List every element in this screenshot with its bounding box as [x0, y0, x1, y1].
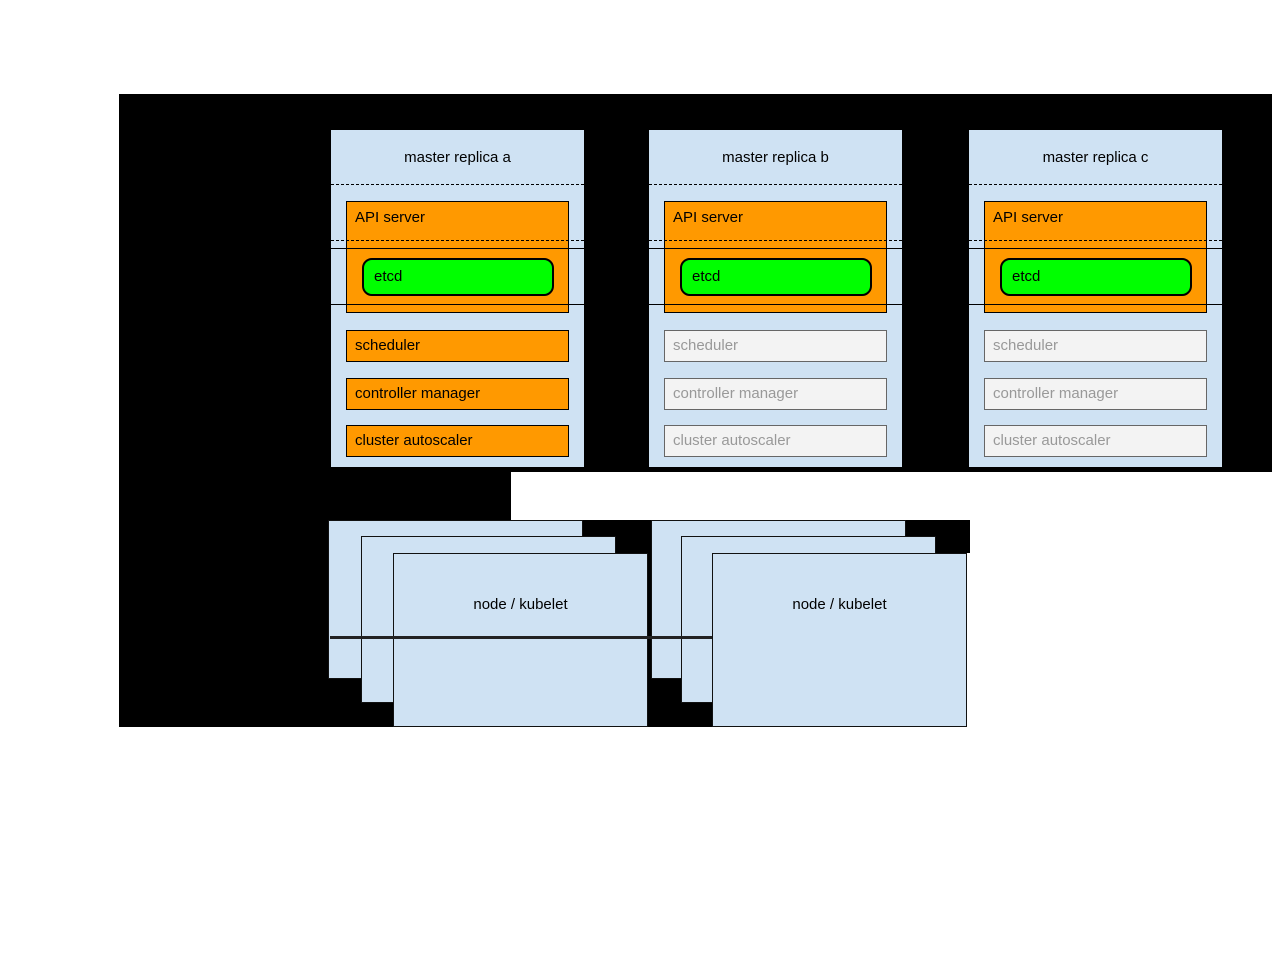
- divider-dashed: [969, 184, 1222, 185]
- node-box: node / kubelet: [712, 553, 967, 727]
- etcd-box: etcd: [680, 258, 872, 296]
- etcd-box: etcd: [362, 258, 554, 296]
- api-server-box: API server: [346, 201, 569, 313]
- divider-solid: [969, 248, 1222, 249]
- master-replica-b-title: master replica b: [722, 148, 829, 166]
- divider-solid: [649, 304, 902, 305]
- component-box-cluster-autoscaler: cluster autoscaler: [984, 425, 1207, 457]
- component-box-scheduler: scheduler: [984, 330, 1207, 362]
- etcd-box: etcd: [1000, 258, 1192, 296]
- etcd-label: etcd: [1012, 268, 1041, 285]
- node-kubelet-label: node / kubelet: [473, 596, 568, 613]
- api-server-box: API server: [984, 201, 1207, 313]
- master-replica-c-box: master replica c API server etcd schedul…: [968, 129, 1223, 468]
- component-box-controller-manager: controller manager: [984, 378, 1207, 410]
- master-replica-c-title: master replica c: [1042, 148, 1149, 166]
- component-box-scheduler: scheduler: [664, 330, 887, 362]
- master-replica-a-box: master replica a API server etcd schedul…: [330, 129, 585, 468]
- etcd-label: etcd: [374, 268, 403, 285]
- divider-solid: [331, 304, 584, 305]
- etcd-label: etcd: [692, 268, 721, 285]
- component-box-controller-manager: controller manager: [346, 378, 569, 410]
- black-background-left-step: [119, 472, 511, 520]
- component-box-cluster-autoscaler: cluster autoscaler: [346, 425, 569, 457]
- api-server-box: API server: [664, 201, 887, 313]
- master-replica-a-title: master replica a: [404, 148, 511, 166]
- divider-solid: [331, 248, 584, 249]
- divider-dashed: [649, 240, 902, 241]
- master-replica-b-box: master replica b API server etcd schedul…: [648, 129, 903, 468]
- component-box-scheduler: scheduler: [346, 330, 569, 362]
- node-box: node / kubelet: [393, 553, 648, 727]
- component-box-controller-manager: controller manager: [664, 378, 887, 410]
- api-server-label: API server: [355, 209, 426, 226]
- divider-dashed: [331, 184, 584, 185]
- api-server-label: API server: [673, 209, 744, 226]
- divider-dashed: [649, 184, 902, 185]
- node-kubelet-label: node / kubelet: [792, 596, 887, 613]
- divider-dashed: [969, 240, 1222, 241]
- component-box-cluster-autoscaler: cluster autoscaler: [664, 425, 887, 457]
- divider-dashed: [331, 240, 584, 241]
- connector-line: [330, 636, 712, 639]
- api-server-label: API server: [993, 209, 1064, 226]
- divider-solid: [649, 248, 902, 249]
- divider-solid: [969, 304, 1222, 305]
